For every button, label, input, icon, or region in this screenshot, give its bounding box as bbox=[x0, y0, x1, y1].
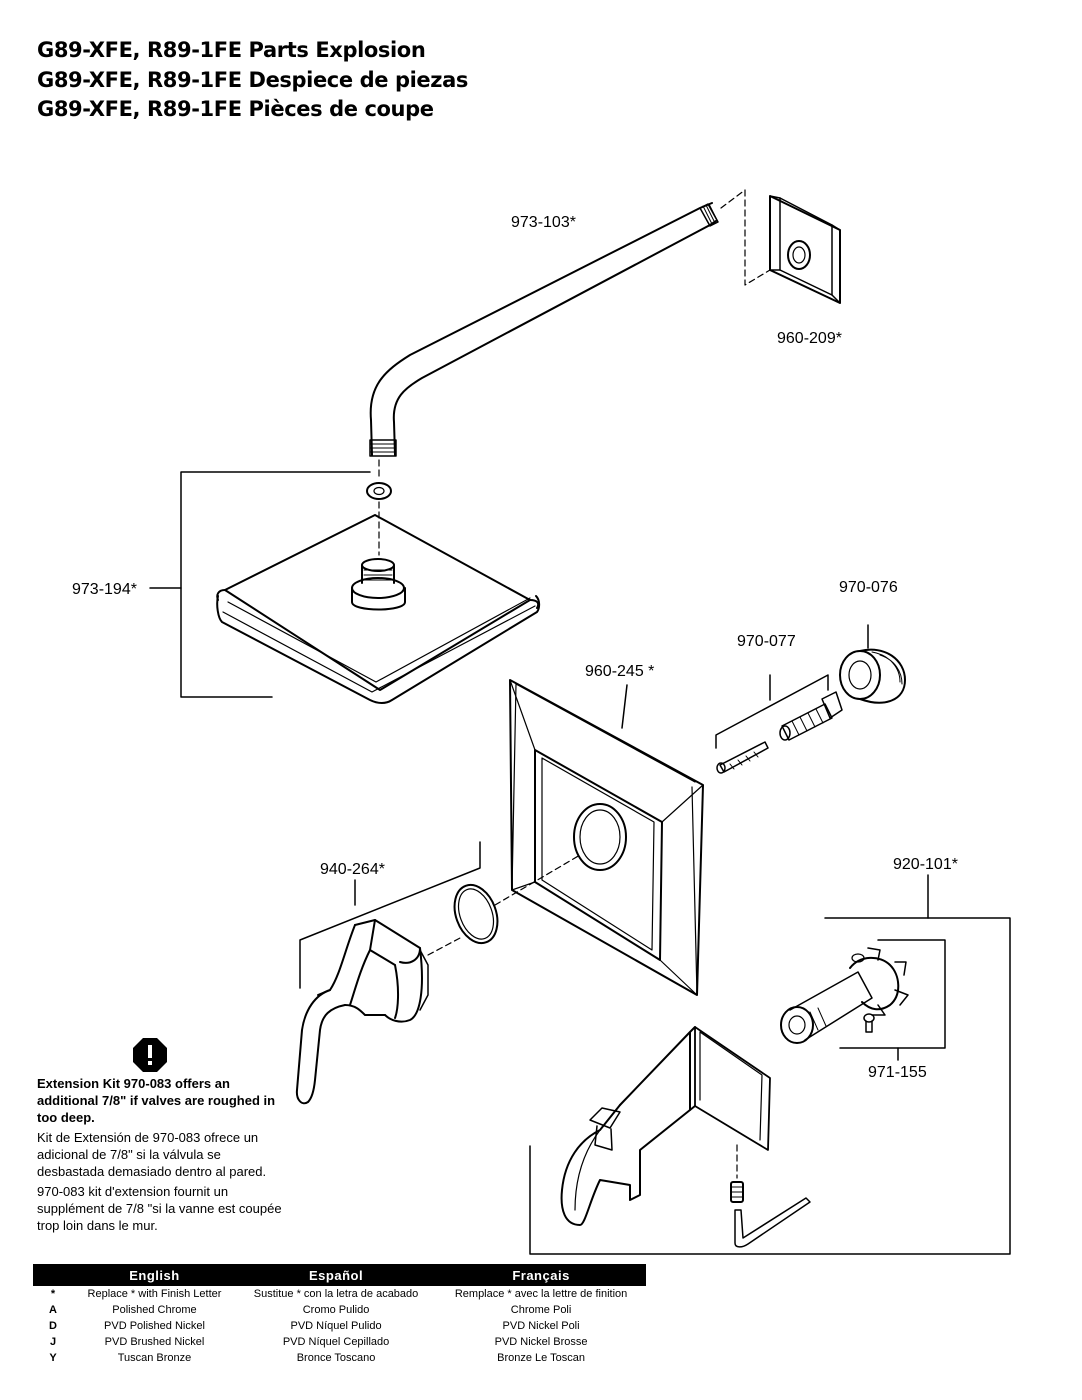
hex-key-part bbox=[734, 1197, 811, 1248]
header-spanish: Español bbox=[235, 1264, 437, 1286]
washer-part bbox=[366, 482, 392, 500]
table-row: D PVD Polished Nickel PVD Níquel Pulido … bbox=[33, 1318, 646, 1334]
table-header-row: English Español Français bbox=[33, 1264, 646, 1286]
finish-french: PVD Nickel Poli bbox=[502, 1320, 580, 1332]
finish-spanish: Sustitue * con la letra de acabado bbox=[253, 1288, 419, 1300]
finish-english: Tuscan Bronze bbox=[117, 1352, 192, 1364]
label-970-076: 970-076 bbox=[839, 579, 898, 596]
finish-spanish: PVD Níquel Cepillado bbox=[282, 1336, 390, 1348]
finish-code: Y bbox=[49, 1352, 57, 1364]
finish-code: J bbox=[49, 1336, 57, 1348]
label-970-077: 970-077 bbox=[737, 633, 796, 650]
note-spanish: Kit de Extensión de 970-083 ofrece un ad… bbox=[37, 1130, 267, 1179]
finish-spanish: PVD Níquel Pulido bbox=[290, 1320, 382, 1332]
finish-code: * bbox=[50, 1288, 56, 1300]
label-960-209: 960-209* bbox=[777, 330, 842, 347]
shower-head-part bbox=[216, 514, 541, 704]
finish-spanish: Bronce Toscano bbox=[296, 1352, 376, 1364]
title-spanish: G89-XFE, R89-1FE Despiece de piezas bbox=[37, 67, 468, 92]
extension-screw-part bbox=[716, 691, 843, 774]
finish-french: Chrome Poli bbox=[510, 1304, 572, 1316]
label-920-101: 920-101* bbox=[893, 856, 958, 873]
extension-kit-note: Extension Kit 970-083 offers an addition… bbox=[37, 1075, 287, 1234]
header-english: English bbox=[73, 1264, 236, 1286]
finish-french: Remplace * avec la lettre de finition bbox=[454, 1288, 628, 1300]
finish-spanish: Cromo Pulido bbox=[302, 1304, 370, 1316]
shower-arm-part bbox=[369, 202, 719, 457]
label-940-264: 940-264* bbox=[320, 861, 385, 878]
finish-english: Replace * with Finish Letter bbox=[87, 1288, 222, 1300]
label-971-155: 971-155 bbox=[868, 1064, 927, 1081]
set-screw-part bbox=[730, 1181, 744, 1203]
diverter-kit-part bbox=[780, 947, 909, 1044]
header-code bbox=[33, 1264, 73, 1286]
finish-code: A bbox=[49, 1304, 57, 1316]
cartridge-nut-part bbox=[839, 648, 906, 704]
table-row: Y Tuscan Bronze Bronce Toscano Bronze Le… bbox=[33, 1350, 646, 1366]
finish-french: Bronze Le Toscan bbox=[497, 1352, 585, 1364]
exclamation-icon bbox=[133, 1038, 167, 1072]
arm-flange-part bbox=[769, 195, 841, 304]
label-960-245: 960-245 * bbox=[585, 663, 654, 680]
handle-part bbox=[295, 919, 429, 1105]
table-row: A Polished Chrome Cromo Pulido Chrome Po… bbox=[33, 1302, 646, 1318]
trim-plate-part bbox=[509, 679, 704, 996]
label-973-103: 973-103* bbox=[511, 214, 576, 231]
finish-code-table: English Español Français * Replace * wit… bbox=[33, 1264, 646, 1366]
tub-spout-part bbox=[560, 1026, 771, 1226]
header-french: Français bbox=[436, 1264, 646, 1286]
finish-english: Polished Chrome bbox=[112, 1304, 197, 1316]
o-ring-part bbox=[453, 883, 499, 945]
finish-english: PVD Polished Nickel bbox=[104, 1320, 205, 1332]
table-row: * Replace * with Finish Letter Sustitue … bbox=[33, 1286, 646, 1302]
finish-english: PVD Brushed Nickel bbox=[104, 1336, 205, 1348]
finish-code: D bbox=[49, 1320, 57, 1332]
parts-explosion-diagram: 973-103* 960-209* 973-194* 970-076 970-0… bbox=[72, 189, 1011, 1255]
title-english: G89-XFE, R89-1FE Parts Explosion bbox=[37, 38, 426, 62]
finish-french: PVD Nickel Brosse bbox=[494, 1336, 588, 1348]
title-block: G89-XFE, R89-1FE Parts Explosion G89-XFE… bbox=[37, 36, 468, 125]
title-french: G89-XFE, R89-1FE Pièces de coupe bbox=[37, 97, 434, 121]
label-973-194: 973-194* bbox=[72, 581, 137, 598]
note-english: Extension Kit 970-083 offers an addition… bbox=[37, 1076, 276, 1125]
table-row: J PVD Brushed Nickel PVD Níquel Cepillad… bbox=[33, 1334, 646, 1350]
note-french: 970-083 kit d'extension fournit un suppl… bbox=[37, 1184, 282, 1233]
